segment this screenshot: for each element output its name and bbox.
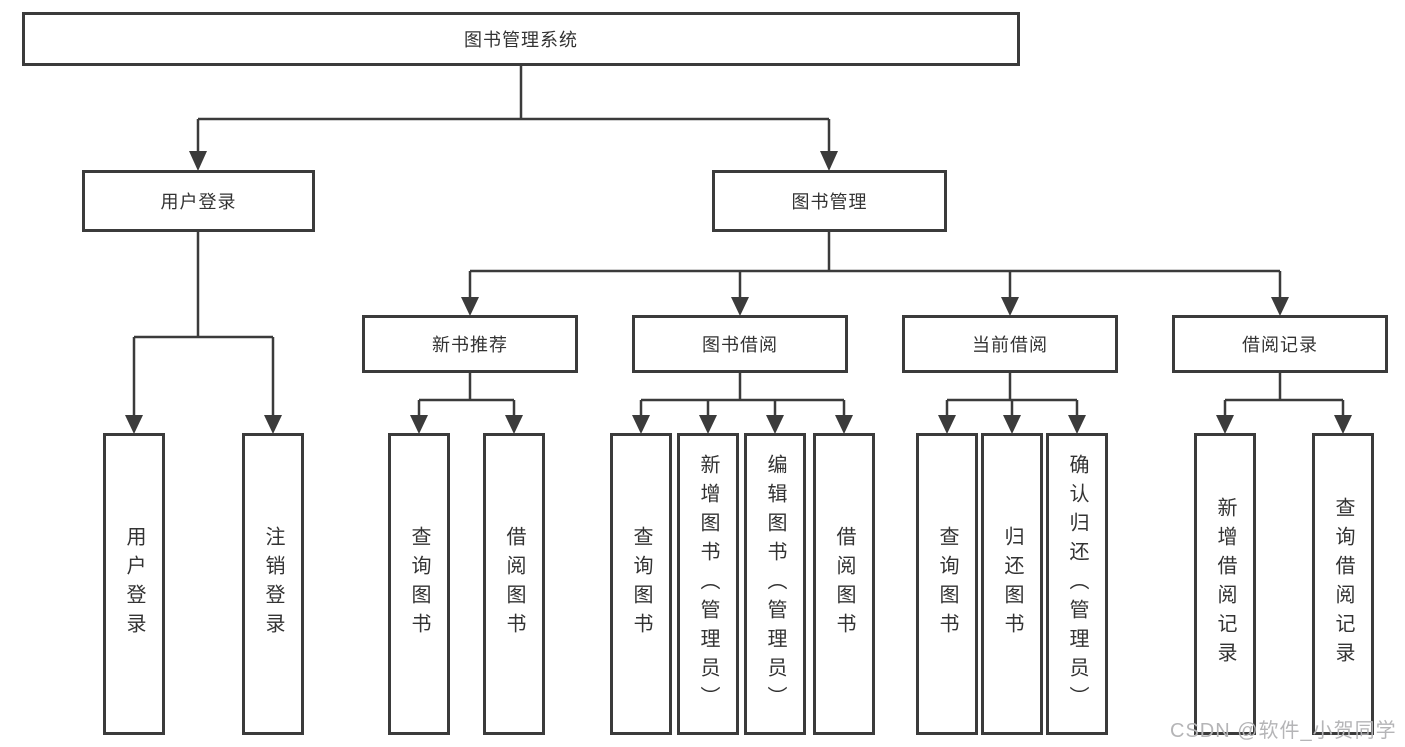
node-library-management-system: 图书管理系统: [22, 12, 1020, 66]
leaf-borrow-add-books-admin-label: 新增图书（管理员）: [697, 453, 719, 715]
leaf-user-login-label: 用户登录: [123, 526, 145, 642]
leaf-current-return-books-label: 归还图书: [1001, 526, 1023, 642]
connector-new-book-recommend-children: [417, 373, 516, 418]
connector-user-login-children: [132, 232, 275, 418]
leaf-current-query-books: 查询图书: [916, 433, 978, 735]
leaf-borrow-query-books-label: 查询图书: [630, 526, 652, 642]
leaf-recommend-borrow-books: 借阅图书: [483, 433, 545, 735]
leaf-borrow-query-books: 查询图书: [610, 433, 672, 735]
leaf-borrow-borrow-books-label: 借阅图书: [833, 526, 855, 642]
watermark: CSDN @软件_小贺同学: [1170, 720, 1397, 742]
leaf-records-query-record: 查询借阅记录: [1312, 433, 1374, 735]
leaf-current-confirm-return-admin: 确认归还（管理员）: [1046, 433, 1108, 735]
leaf-recommend-borrow-books-label: 借阅图书: [503, 526, 525, 642]
leaf-records-query-record-label: 查询借阅记录: [1332, 497, 1354, 671]
leaf-recommend-query-books: 查询图书: [388, 433, 450, 735]
leaf-current-return-books: 归还图书: [981, 433, 1043, 735]
arrowhead-icons: [125, 151, 1352, 434]
leaf-recommend-query-books-label: 查询图书: [408, 526, 430, 642]
leaf-current-query-books-label: 查询图书: [936, 526, 958, 642]
node-new-book-recommend: 新书推荐: [362, 315, 578, 373]
leaf-borrow-add-books-admin: 新增图书（管理员）: [677, 433, 739, 735]
leaf-records-add-record: 新增借阅记录: [1194, 433, 1256, 735]
leaf-records-add-record-label: 新增借阅记录: [1214, 497, 1236, 671]
connector-book-borrow-children: [639, 373, 846, 418]
node-user-login: 用户登录: [82, 170, 315, 232]
node-book-borrow: 图书借阅: [632, 315, 848, 373]
leaf-borrow-borrow-books: 借阅图书: [813, 433, 875, 735]
connector-root-to-level2: [196, 66, 831, 155]
leaf-current-confirm-return-admin-label: 确认归还（管理员）: [1066, 453, 1088, 715]
node-borrow-records: 借阅记录: [1172, 315, 1388, 373]
leaf-borrow-edit-books-admin: 编辑图书（管理员）: [744, 433, 806, 735]
leaf-user-login: 用户登录: [103, 433, 165, 735]
node-current-borrow: 当前借阅: [902, 315, 1118, 373]
leaf-logout-login: 注销登录: [242, 433, 304, 735]
connector-book-management-children: [468, 232, 1282, 300]
connector-current-borrow-children: [945, 373, 1079, 418]
leaf-borrow-edit-books-admin-label: 编辑图书（管理员）: [764, 453, 786, 715]
connector-borrow-records-children: [1223, 373, 1345, 418]
leaf-logout-login-label: 注销登录: [262, 526, 284, 642]
node-book-management: 图书管理: [712, 170, 947, 232]
